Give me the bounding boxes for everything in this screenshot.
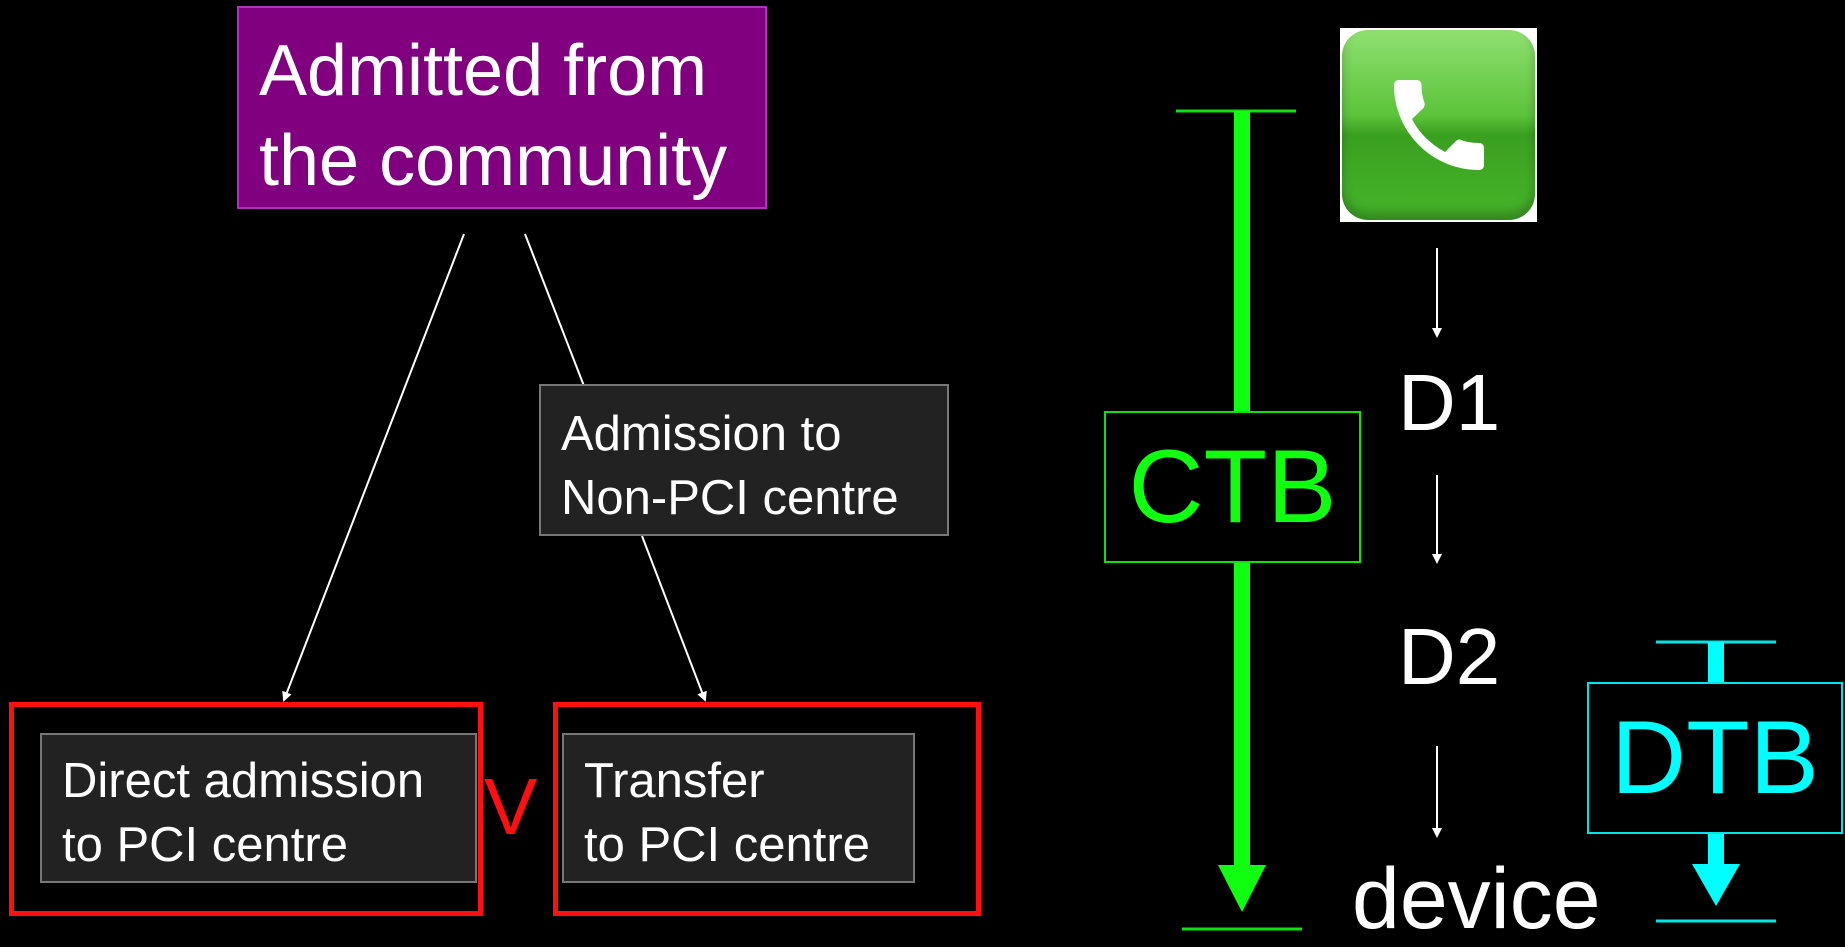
handset-icon: [1393, 80, 1484, 170]
phone-icon-tile: [1342, 30, 1535, 220]
dtb-label-box: DTB: [1587, 682, 1843, 834]
step-d1: D1: [1398, 358, 1501, 447]
admission-non-pci-box: Admission to Non-PCI centre: [539, 384, 949, 536]
line-to-nonpci: [524, 233, 585, 387]
comparison-mark: V: [484, 762, 538, 851]
arrow-to-transfer: [641, 535, 707, 702]
transfer-box: Transfer to PCI centre: [562, 733, 915, 883]
direct-admission-box: Direct admission to PCI centre: [40, 733, 477, 883]
step-device: device: [1352, 851, 1601, 947]
transfer-frame: [553, 702, 981, 916]
direct-admission-frame: [9, 702, 483, 916]
arrow-to-direct: [282, 233, 465, 702]
admitted-from-community-box: Admitted from the community: [237, 6, 767, 209]
ctb-label-box: CTB: [1104, 411, 1361, 563]
phone-icon: [1340, 28, 1537, 222]
step-d2: D2: [1398, 612, 1501, 701]
ctb-arrowhead: [1218, 865, 1266, 912]
dtb-arrowhead: [1692, 864, 1740, 906]
